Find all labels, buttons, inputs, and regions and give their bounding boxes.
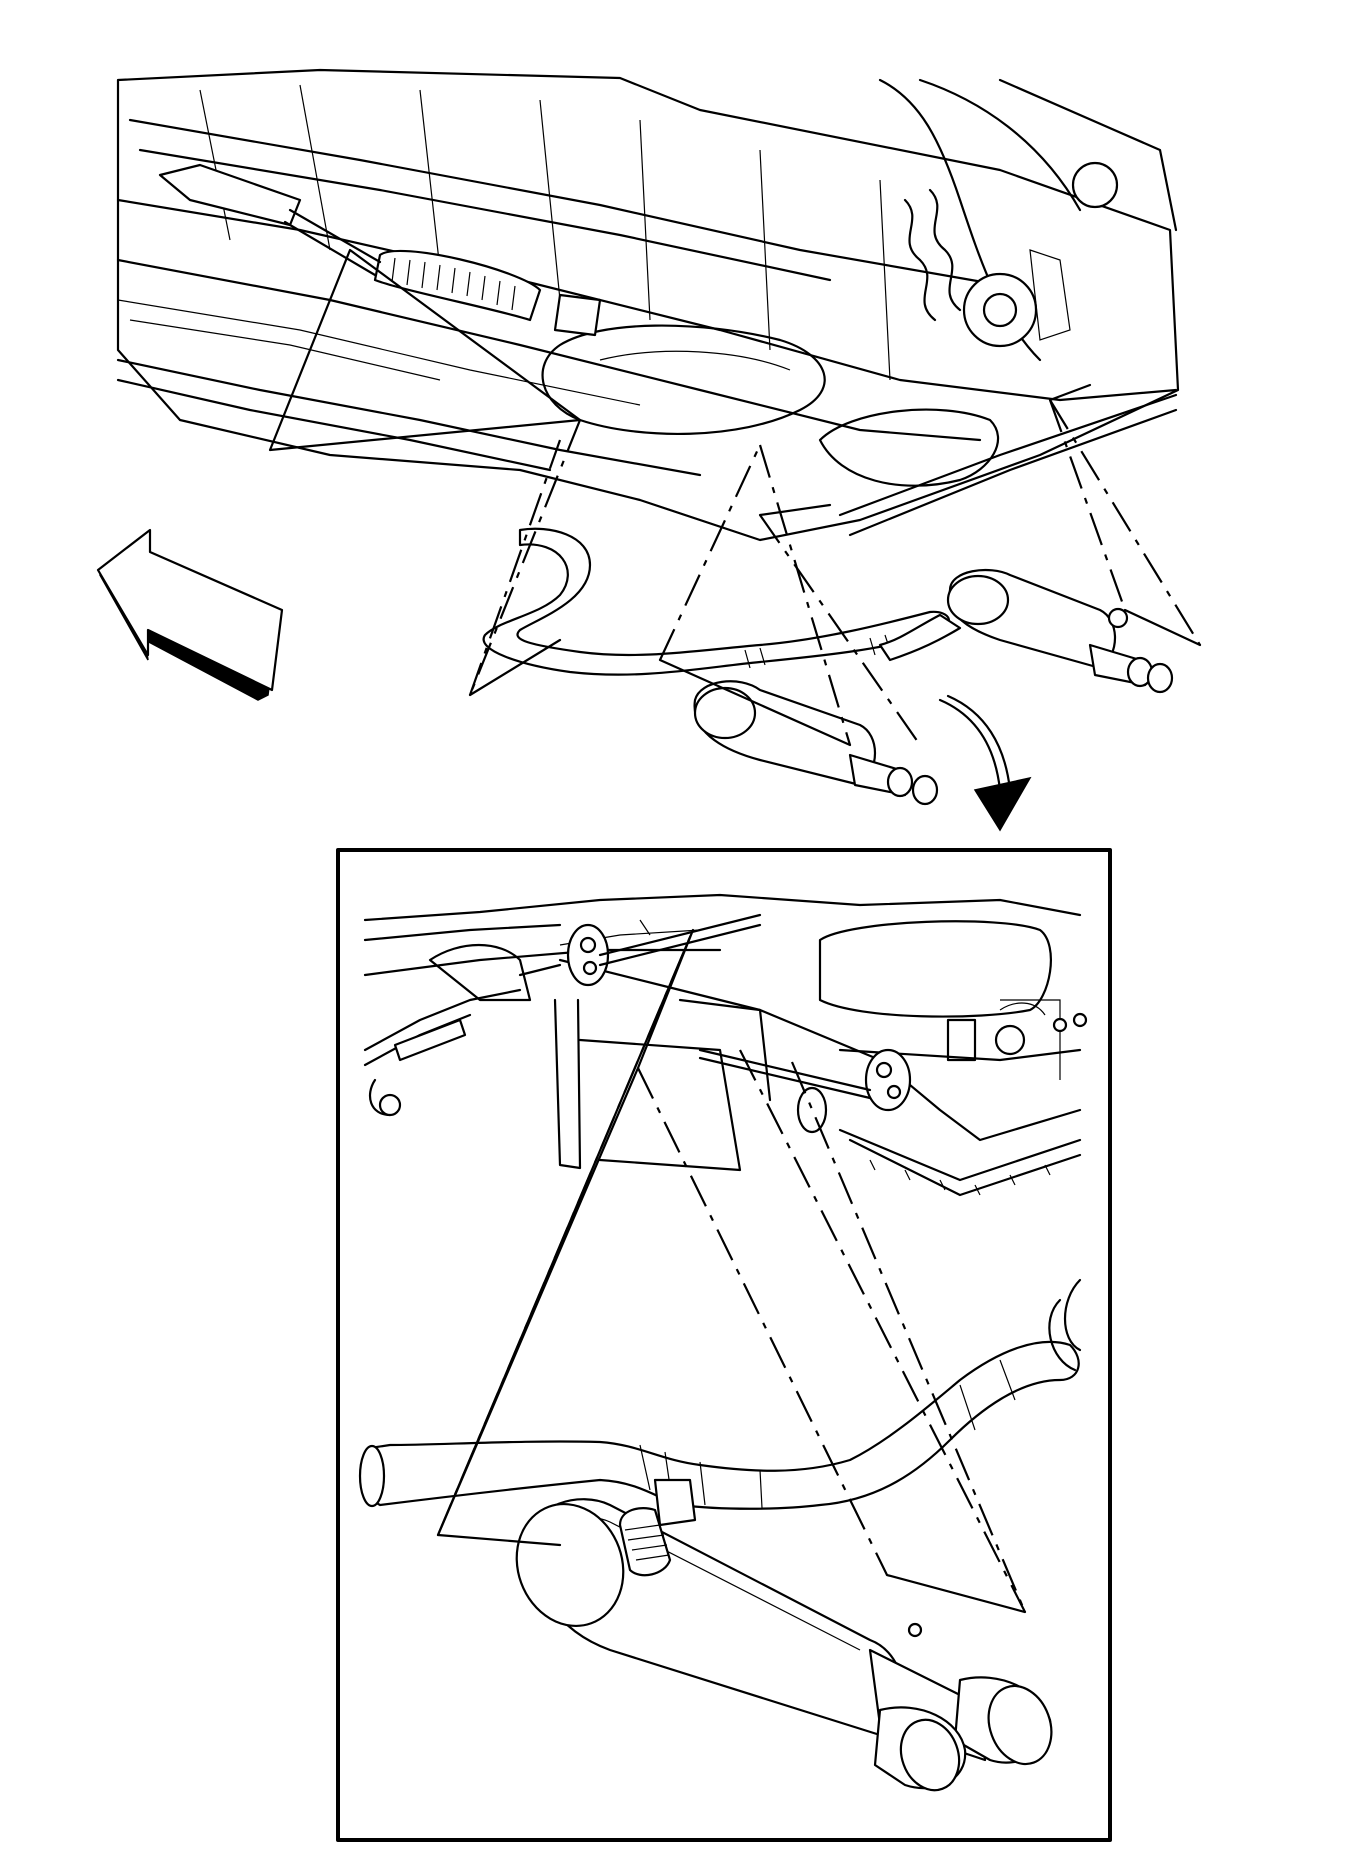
detail-view [336, 848, 1112, 1842]
vehicle-underbody-overview [96, 68, 1202, 832]
detail-underbody [363, 893, 1088, 1197]
rear-suspension [878, 78, 1178, 362]
detail-zoom-arrow-icon [938, 694, 1032, 832]
fuel-tank [541, 324, 1000, 487]
rear-exhaust-assembly [482, 527, 1174, 806]
exhaust-hanger-front [518, 913, 762, 987]
rear-muffler [515, 1478, 1053, 1792]
overview-callout-lines [268, 248, 1202, 747]
detail-frame [336, 848, 1112, 1842]
detail-callout-lines [436, 928, 1027, 1614]
detail-exhaust-pipe [358, 1278, 1082, 1510]
front-exhaust-pipe [158, 163, 602, 337]
exhaust-hanger-rear [698, 1048, 912, 1134]
front-direction-arrow-icon [96, 528, 284, 701]
